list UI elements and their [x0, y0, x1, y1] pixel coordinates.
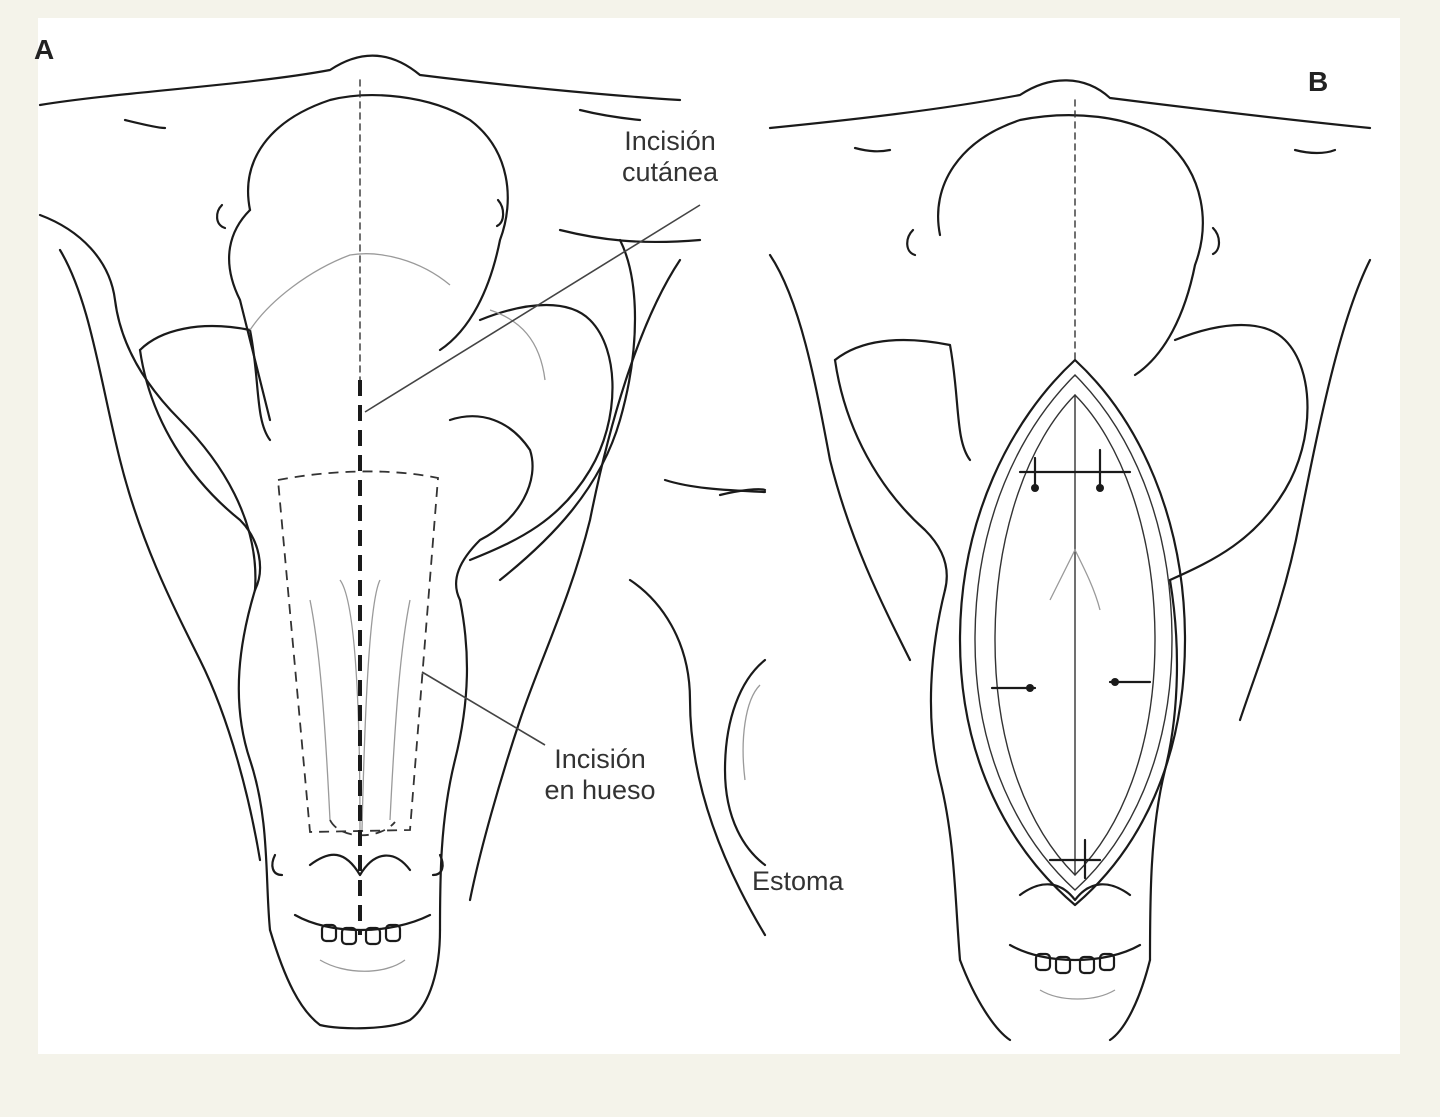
skull-a — [38, 54, 702, 1030]
panel-a-letter: A — [34, 34, 55, 65]
skull-b — [768, 79, 1372, 1042]
stoma-partial-view — [628, 478, 767, 937]
panel-b-letter: B — [1308, 66, 1329, 97]
skin-incision-label: Incisión cutánea — [621, 126, 719, 187]
bone-incision-label: Incisión en hueso — [544, 744, 656, 805]
stoma-label: Estoma — [752, 866, 844, 896]
